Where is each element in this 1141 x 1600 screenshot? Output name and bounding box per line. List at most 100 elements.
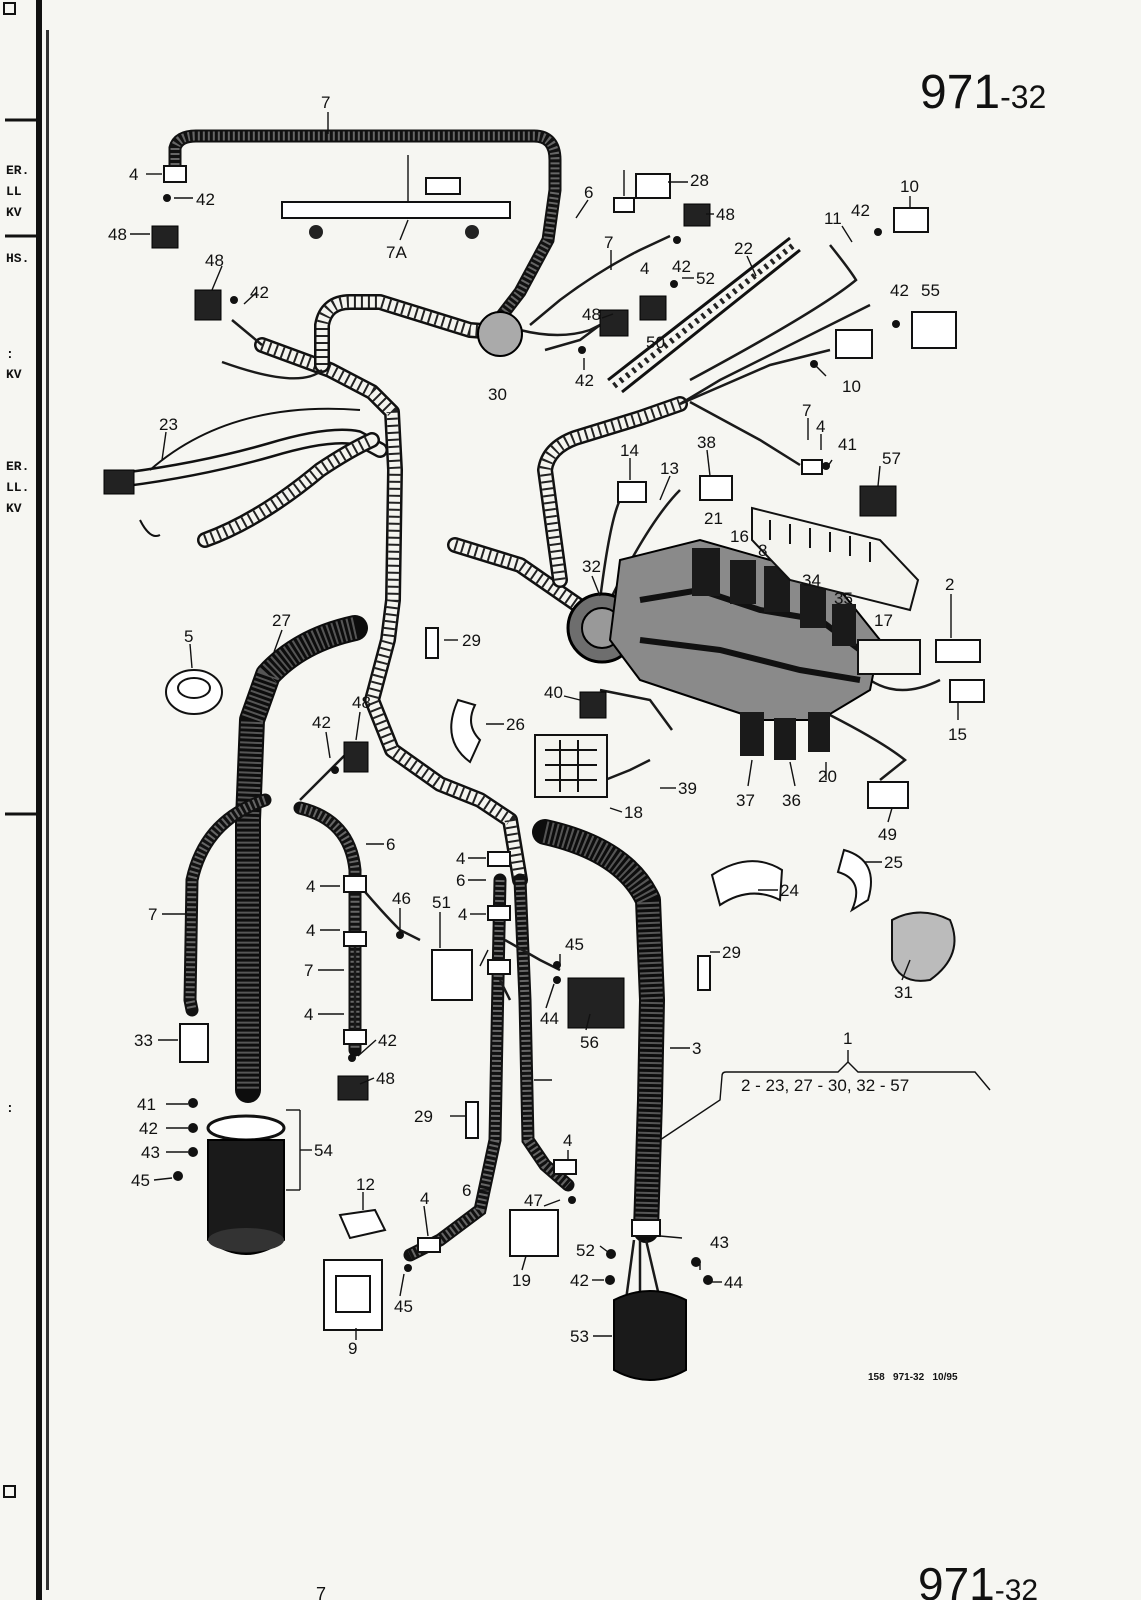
clip-12 xyxy=(338,1208,387,1240)
callout: 7 xyxy=(304,961,313,980)
callout: 37 xyxy=(736,791,755,810)
clamp-25 xyxy=(836,848,872,913)
callout: 19 xyxy=(512,1271,531,1290)
margin-fragment: KV xyxy=(6,205,22,220)
margin-fragment: ER. xyxy=(6,459,29,474)
clamp-24 xyxy=(710,860,784,907)
callout: 18 xyxy=(624,803,643,822)
assembly-number: 1 xyxy=(843,1029,852,1048)
clip-29 xyxy=(465,1101,479,1139)
callout: 8 xyxy=(758,541,767,560)
grommet-5 xyxy=(165,669,223,715)
footer-mark: 7 xyxy=(316,1584,326,1600)
callout: 11 xyxy=(824,209,842,228)
callout: 21 xyxy=(704,509,723,528)
callout: 48 xyxy=(108,225,127,244)
callout: 4 xyxy=(306,877,315,896)
callout: 30 xyxy=(488,385,507,404)
callout: 50 xyxy=(646,333,665,352)
callout: 46 xyxy=(392,889,411,908)
wiring-harness-drawing xyxy=(103,129,985,1381)
callout: 55 xyxy=(921,281,940,300)
connector-14 xyxy=(617,481,647,503)
callout: 16 xyxy=(730,527,749,546)
callout: 17 xyxy=(874,611,893,630)
callout: 7 xyxy=(802,401,811,420)
callout: 39 xyxy=(678,779,697,798)
callout: 52 xyxy=(576,1241,595,1260)
callout: 4 xyxy=(816,417,825,436)
callout: 48 xyxy=(716,205,735,224)
callout: 42 xyxy=(575,371,594,390)
callout: 6 xyxy=(584,183,593,202)
margin-fragment: : xyxy=(6,347,14,362)
callout: 7 xyxy=(148,905,157,924)
margin-fragment: ER. xyxy=(6,163,29,178)
callout: 43 xyxy=(710,1233,729,1252)
callout: 43 xyxy=(141,1143,160,1162)
assembly-range: 2 - 23, 27 - 30, 32 - 57 xyxy=(741,1076,909,1095)
footer-page-number: 971-32 xyxy=(918,1558,1038,1600)
callout: 44 xyxy=(540,1009,559,1028)
connector-48 xyxy=(194,289,222,321)
callout: 7A xyxy=(386,243,407,262)
callout: 28 xyxy=(690,171,709,190)
callout: 22 xyxy=(734,239,753,258)
callout: 51 xyxy=(432,893,451,912)
binding-edge xyxy=(36,0,42,1600)
callout: 41 xyxy=(838,435,857,454)
harness-top-loop xyxy=(168,129,562,325)
margin-fragment: LL xyxy=(6,184,22,199)
callout: 12 xyxy=(356,1175,375,1194)
callout: 4 xyxy=(458,905,467,924)
margin-fragment: HS. xyxy=(6,251,29,266)
lamp-holder-54 xyxy=(206,1114,286,1142)
margin-fragment: : xyxy=(6,1101,14,1116)
callout: 54 xyxy=(314,1141,333,1160)
page-number: 971-32 xyxy=(920,66,1046,119)
corner-mark-top xyxy=(3,2,16,15)
callout: 36 xyxy=(782,791,801,810)
corrugated-tube-27 xyxy=(235,615,368,1103)
callout: 48 xyxy=(205,251,224,270)
callout: 49 xyxy=(878,825,897,844)
callout: 4 xyxy=(306,921,315,940)
callout: 4 xyxy=(304,1005,313,1024)
callout: 4 xyxy=(456,849,465,868)
connector-55 xyxy=(911,311,957,349)
callout: 20 xyxy=(818,767,837,786)
callout: 3 xyxy=(692,1039,701,1058)
callout: 47 xyxy=(524,1191,543,1210)
corner-mark-bottom xyxy=(3,1485,16,1498)
mounting-bracket-7a xyxy=(281,201,511,219)
leader-lines xyxy=(130,112,991,1340)
connector-30 xyxy=(477,311,523,357)
callout: 45 xyxy=(565,935,584,954)
lamp-holder-53 xyxy=(613,1290,687,1381)
connector-48 xyxy=(683,203,711,227)
callout: 10 xyxy=(900,177,919,196)
callout: 45 xyxy=(131,1171,150,1190)
callout: 4 xyxy=(129,165,138,184)
callout: 41 xyxy=(137,1095,156,1114)
callout: 40 xyxy=(544,683,563,702)
connector-33 xyxy=(179,1023,209,1063)
callout: 42 xyxy=(139,1119,158,1138)
callout: 9 xyxy=(348,1339,357,1358)
margin-fragment: KV xyxy=(6,501,22,516)
connector-28 xyxy=(635,173,671,199)
connector-40 xyxy=(579,691,607,719)
callout: 7 xyxy=(321,93,330,112)
margin-fragment: KV xyxy=(6,367,22,382)
callout: 6 xyxy=(456,871,465,890)
fuse-box xyxy=(751,506,920,612)
callout: 4 xyxy=(640,259,649,278)
connector-56 xyxy=(567,977,625,1029)
callout: 4 xyxy=(563,1131,572,1150)
callout: 42 xyxy=(570,1271,589,1290)
callout: 57 xyxy=(882,449,901,468)
callout: 10 xyxy=(842,377,861,396)
callout: 25 xyxy=(884,853,903,872)
connector-38 xyxy=(699,475,733,501)
